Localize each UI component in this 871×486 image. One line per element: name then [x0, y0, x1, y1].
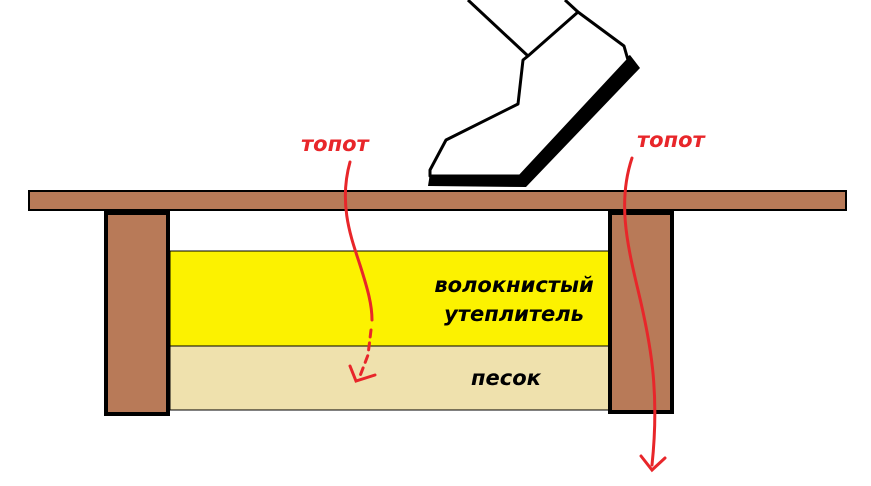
sand-label: песок — [471, 366, 541, 390]
leg — [466, 0, 580, 58]
right-stomp-arrow — [623, 156, 667, 473]
shoe — [428, 10, 640, 187]
floor-board — [28, 190, 847, 211]
left-joist — [104, 211, 170, 416]
stomp-label-left: топот — [301, 132, 369, 156]
right-joist — [608, 211, 674, 414]
stomp-label-right: топот — [637, 128, 705, 152]
insulation-label-line1: волокнистый — [434, 273, 594, 297]
sand-layer — [169, 345, 611, 411]
left-stomp-arrow — [343, 160, 377, 383]
insulation-label: волокнистый утеплитель — [428, 271, 600, 329]
insulation-layer — [169, 250, 611, 347]
insulation-label-line2: утеплитель — [444, 302, 584, 326]
